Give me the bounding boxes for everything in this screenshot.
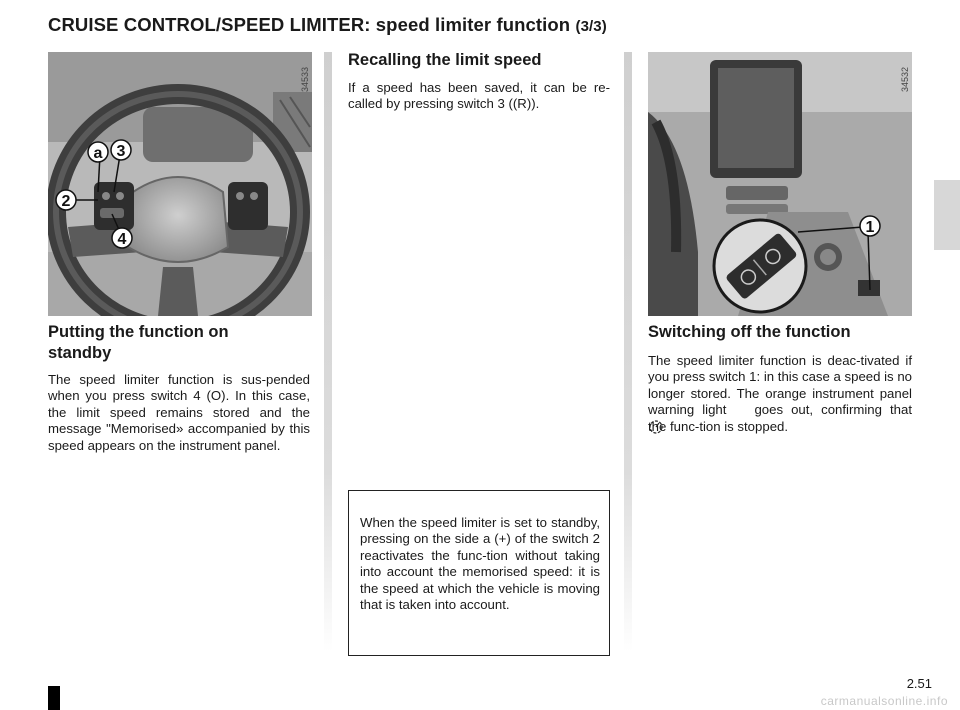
callout-a: a bbox=[87, 141, 109, 163]
steering-wheel-illustration: a 3 2 4 bbox=[48, 52, 312, 316]
page-title-text: CRUISE CONTROL/SPEED LIMITER: speed limi… bbox=[48, 14, 571, 35]
console-illustration: 1 bbox=[648, 52, 912, 316]
section-heading-switch-off: Switching off the function bbox=[648, 323, 851, 341]
standby-body-text: The speed limiter function is sus-pended… bbox=[48, 372, 310, 453]
corner-mark bbox=[48, 686, 60, 710]
photo-number: 34533 bbox=[300, 66, 310, 92]
section-heading-recall: Recalling the limit speed bbox=[348, 51, 542, 69]
page-title-suffix: (3/3) bbox=[575, 18, 607, 35]
callout-1: 1 bbox=[859, 215, 881, 237]
photo-number: 34532 bbox=[900, 66, 910, 92]
steering-wheel-photo: a 3 2 4 34533 bbox=[48, 52, 312, 316]
note-box: When the speed limiter is set to standby… bbox=[348, 490, 610, 656]
callout-1-label: 1 bbox=[866, 219, 875, 236]
section-tab bbox=[934, 180, 960, 250]
watermark: carmanualsonline.info bbox=[820, 694, 948, 708]
callout-4-label: 4 bbox=[118, 231, 127, 248]
page-title: CRUISE CONTROL/SPEED LIMITER: speed limi… bbox=[48, 14, 607, 36]
switch-off-body-text: The speed limiter function is deac-tivat… bbox=[648, 353, 912, 434]
note-text: When the speed limiter is set to standby… bbox=[360, 515, 600, 613]
callout-3-label: 3 bbox=[117, 143, 126, 160]
speed-limiter-warning-icon bbox=[649, 420, 663, 434]
section-heading-standby: Putting the function on standby bbox=[48, 323, 229, 362]
callout-2-label: 2 bbox=[62, 193, 71, 210]
callout-3: 3 bbox=[110, 139, 132, 161]
callout-a-label: a bbox=[94, 145, 103, 162]
callout-2: 2 bbox=[55, 189, 77, 211]
column-separator bbox=[624, 52, 632, 652]
page-number: 2.51 bbox=[906, 676, 932, 691]
console-photo: 1 34532 bbox=[648, 52, 912, 316]
callout-4: 4 bbox=[111, 227, 133, 249]
column-separator bbox=[324, 52, 332, 652]
recall-body-text: If a speed has been saved, it can be re-… bbox=[348, 80, 610, 112]
